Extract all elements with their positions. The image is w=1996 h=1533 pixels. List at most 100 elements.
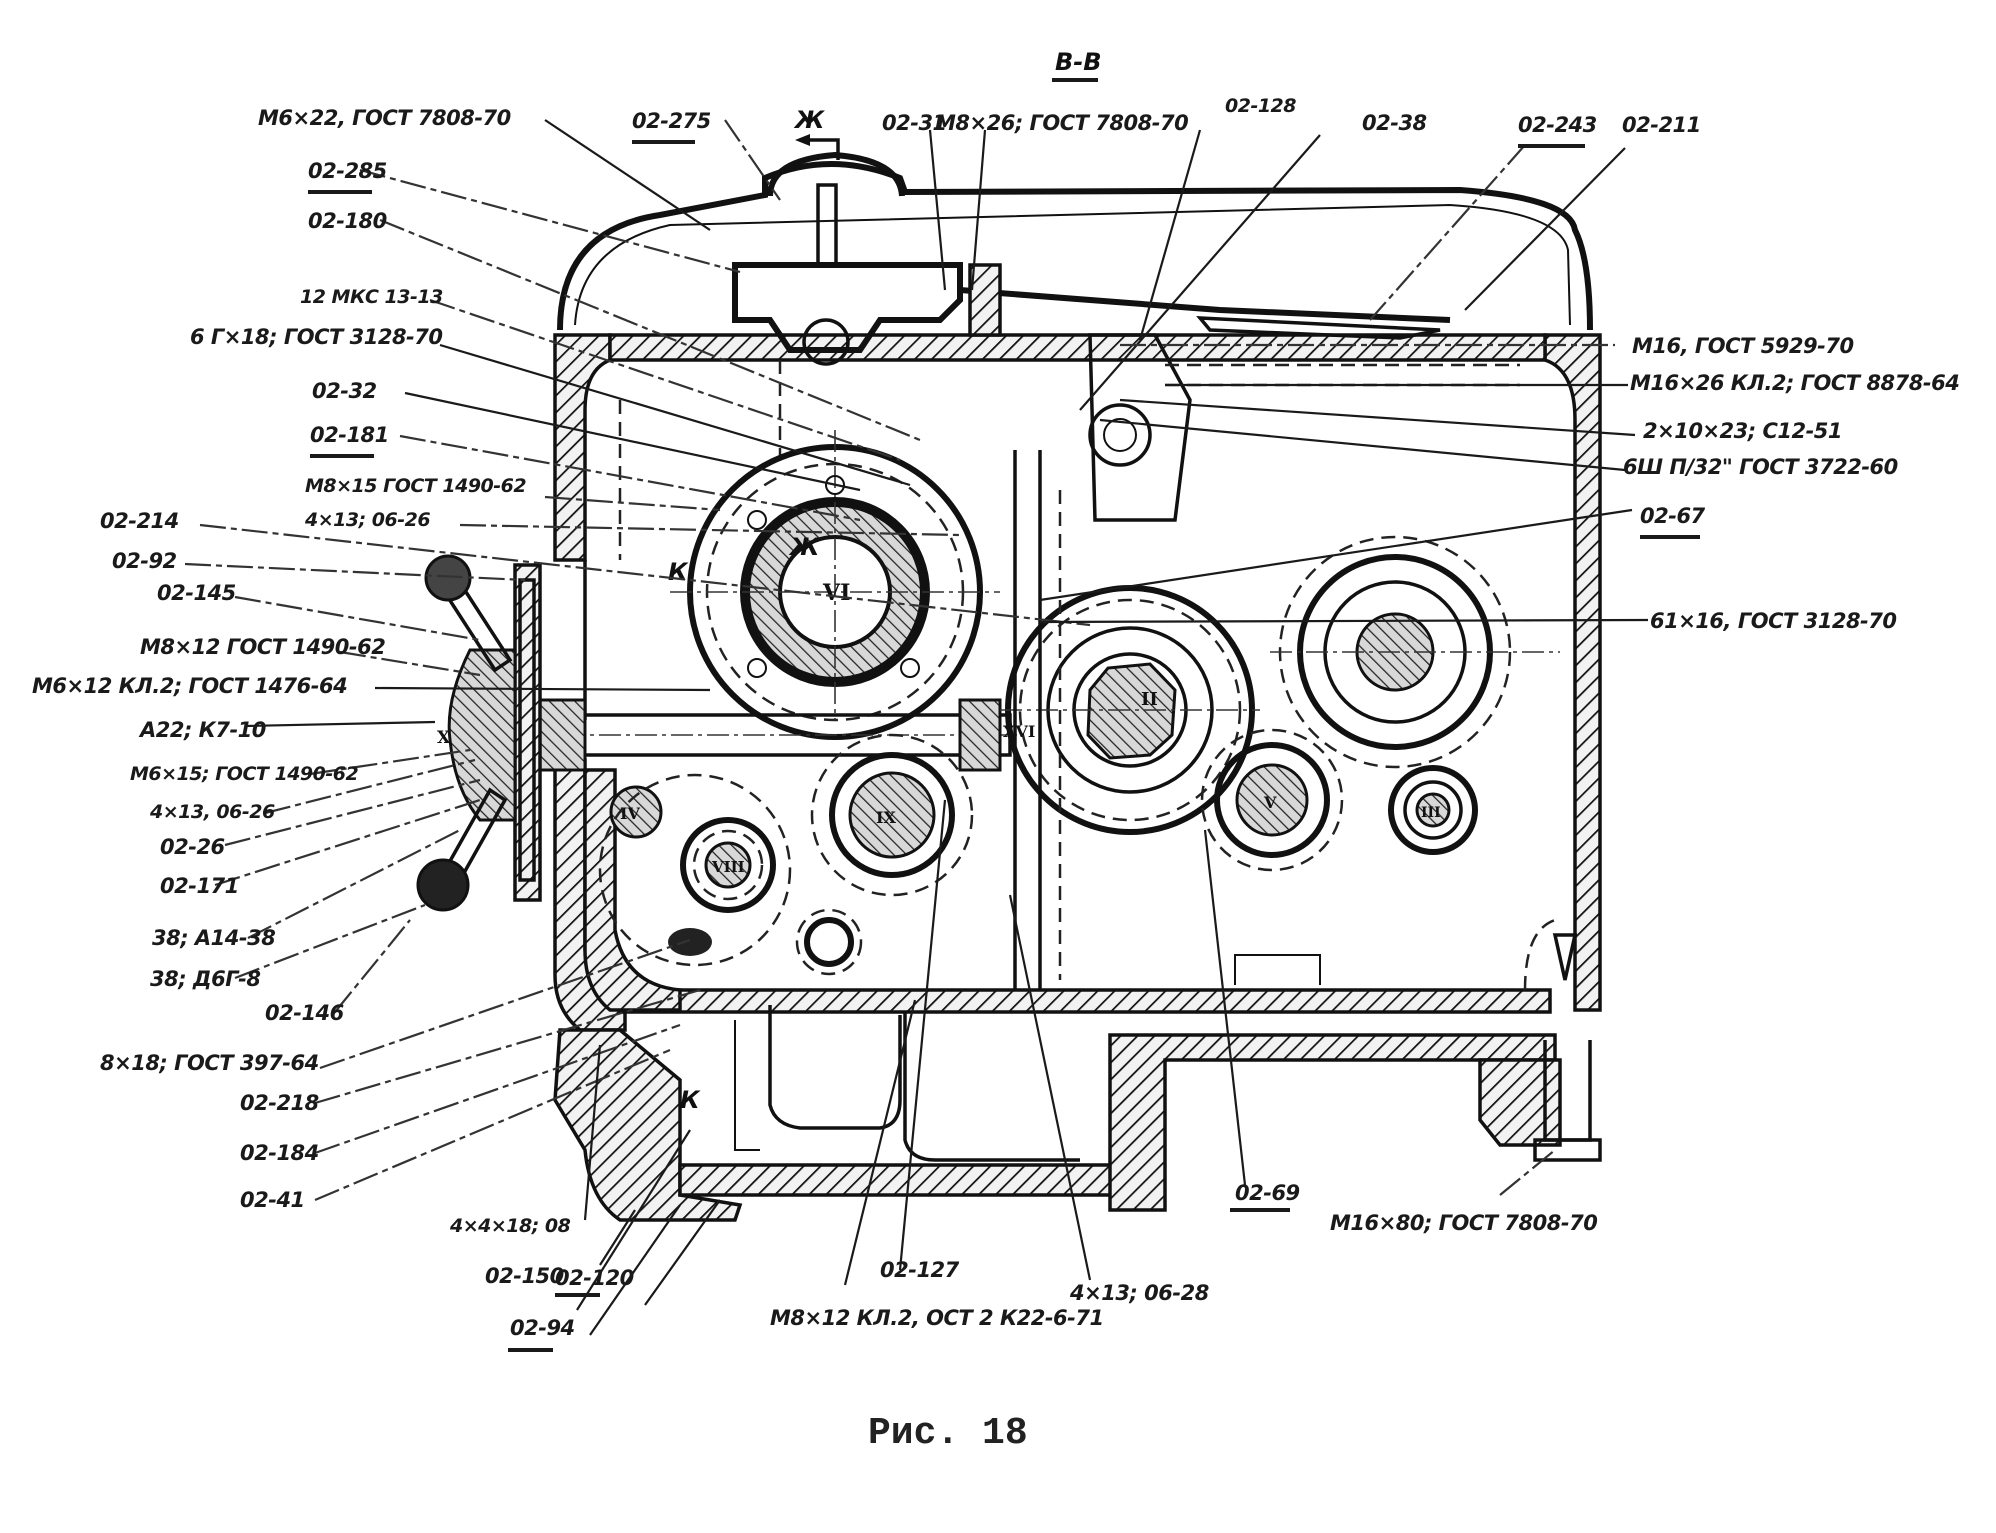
view-arrow-head	[795, 134, 810, 146]
callout-left-23: 02-218	[240, 1091, 319, 1115]
leader-line	[1203, 829, 1247, 1186]
callout-top-6: 02-38	[1362, 111, 1427, 135]
leader-line	[1008, 894, 1092, 1281]
gear-v-pitch	[1200, 728, 1344, 872]
leader-line	[1079, 134, 1321, 411]
callout-left-3: 12 МКС 13-13	[300, 286, 443, 308]
gear-vi-bolt-4	[900, 658, 920, 678]
callout-left-16: 4×13, 06-26	[149, 801, 275, 823]
rod-bushing	[968, 263, 1002, 337]
view-arrow-zh: Ж	[793, 106, 840, 160]
gear-ix-hub	[848, 771, 936, 859]
callout-bottom-8: 02-69	[1235, 1181, 1300, 1205]
leader-lines	[184, 119, 1649, 1336]
shaft-label-viii: VIII	[711, 858, 745, 876]
callout-right-5: 02-67	[1640, 504, 1706, 528]
right-gears: II XVI V III	[1000, 450, 1560, 990]
leader-line	[599, 1209, 636, 1266]
leader-line	[1499, 1149, 1556, 1196]
leader-line	[234, 595, 481, 642]
callout-left-1: 02-285	[308, 159, 387, 183]
callout-left-20: 38; Д6Г-8	[150, 967, 260, 991]
lower-channel	[903, 1012, 1080, 1162]
gear-vi-bolt-3	[747, 658, 767, 678]
leader-line	[589, 1204, 681, 1336]
callout-left-17: 02-26	[160, 835, 225, 859]
left-flange-slot	[518, 578, 536, 882]
leader-line	[1039, 618, 1649, 624]
callout-right-3: 2×10×23; С12-51	[1643, 419, 1842, 443]
leader-line	[404, 391, 861, 492]
gear-small-lower-pitch	[795, 908, 863, 976]
shaft-label-iii: III	[1421, 805, 1441, 821]
leader-line	[970, 129, 987, 291]
callout-left-4: 6 Г×18; ГОСТ 3128-70	[190, 325, 443, 349]
callout-left-18: 02-171	[160, 874, 239, 898]
leader-line	[1138, 129, 1202, 341]
callouts-top: М6×22, ГОСТ 7808-70 02-275 02-31 М8×26; …	[258, 95, 1701, 148]
shaft-label-xvi: XVI	[1003, 722, 1035, 741]
handle-upper-knob	[424, 554, 472, 602]
shaft-label-v: V	[1263, 793, 1277, 812]
callout-top-8: 02-211	[1622, 113, 1701, 137]
callout-left-7: М8×15 ГОСТ 1490-62	[305, 475, 526, 497]
leader-line	[898, 799, 947, 1271]
view-arrow-line	[800, 138, 840, 160]
leader-line	[314, 988, 701, 1105]
callout-left-6: 02-181	[310, 423, 389, 447]
callout-top-1: М6×22, ГОСТ 7808-70	[258, 106, 511, 130]
callout-right-4: 6Ш П/32" ГОСТ 3722-60	[1623, 455, 1898, 479]
leader-line	[244, 720, 436, 728]
leader-line	[339, 650, 481, 677]
leader-line	[544, 119, 711, 231]
callout-left-8: 4×13; 06-26	[304, 509, 430, 531]
filler-stem	[816, 183, 838, 267]
callout-bottom-7: 4×13; 06-28	[1069, 1281, 1209, 1305]
leader-line	[544, 495, 721, 512]
upper-bracket	[732, 262, 963, 353]
leader-line	[359, 168, 741, 274]
marker-zh-inner: Ж	[788, 533, 820, 561]
gear-iii-outer	[1388, 765, 1478, 855]
lever-pivot	[1088, 403, 1152, 467]
control-rod	[959, 287, 1451, 323]
gear-viii-pitch	[598, 773, 792, 967]
leader-line	[1464, 147, 1626, 311]
base-bottom	[678, 1163, 1152, 1197]
leader-line	[429, 298, 901, 462]
base-left	[553, 1028, 743, 1222]
gear-v-hub	[1235, 763, 1309, 837]
leader-line	[314, 1048, 671, 1202]
callout-bottom-9: М16×80; ГОСТ 7808-70	[1330, 1211, 1597, 1235]
figure-caption: Рис. 18	[868, 1412, 1028, 1455]
gear-v-outer	[1214, 742, 1330, 858]
callout-left-12: М8×12 ГОСТ 1490-62	[140, 635, 385, 659]
callout-top-3: 02-31	[882, 111, 947, 135]
gear-ix-pitch	[810, 733, 974, 897]
leader-line	[439, 343, 911, 487]
leader-line	[1099, 418, 1626, 472]
leader-line	[374, 686, 711, 692]
callout-left-19: 38; А14-38	[152, 926, 275, 950]
callout-left-10: 02-92	[112, 549, 177, 573]
callouts-bottom: 4×4×18; 08 02-150 02-120 02-94 02-127 М8…	[449, 1181, 1598, 1352]
bearing-viii-outer	[680, 817, 776, 913]
callout-left-11: 02-145	[157, 581, 236, 605]
lower-left-gears: IV VIII IX	[583, 733, 974, 1012]
callout-right-2: М16×26 КЛ.2; ГОСТ 8878-64	[1630, 371, 1959, 395]
callout-bottom-4: 02-94	[510, 1316, 575, 1340]
dashed-corner	[1523, 918, 1556, 991]
bottom-web	[734, 1020, 760, 1151]
leader-line	[234, 903, 426, 980]
callout-bottom-5: 02-127	[880, 1258, 960, 1282]
callout-left-22: 8×18; ГОСТ 397-64	[100, 1051, 319, 1075]
callout-right-6: 61×16, ГОСТ 3128-70	[1650, 609, 1897, 633]
leader-line	[199, 523, 1091, 627]
gear-vi-bolt-1	[825, 475, 845, 495]
leader-line	[247, 829, 461, 939]
base-foot-right	[1478, 1058, 1562, 1147]
gear-ii-pitch	[1018, 598, 1242, 822]
callout-left-25: 02-41	[240, 1188, 305, 1212]
shaft-label-vi: VI	[822, 580, 850, 606]
lower-pin	[668, 928, 712, 956]
